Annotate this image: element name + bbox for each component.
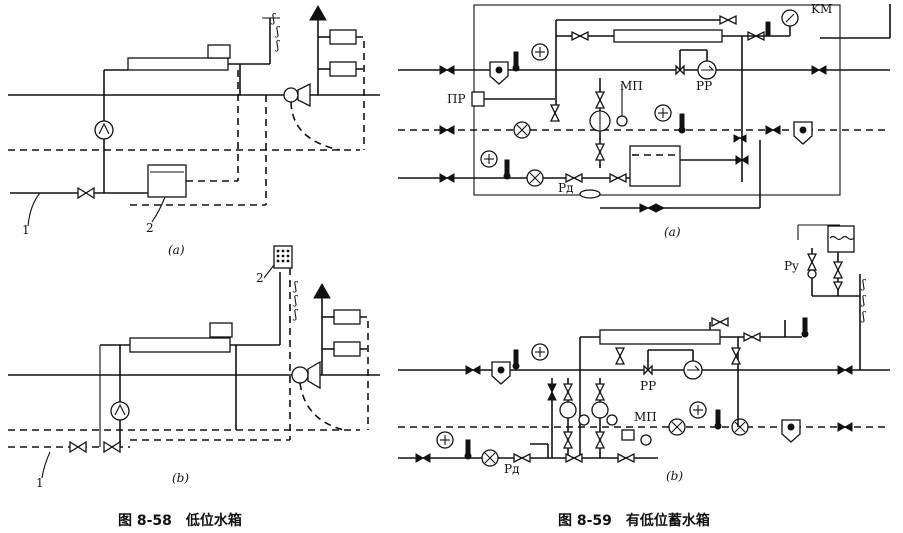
rd-label: Pд: [558, 181, 573, 195]
heater-exchanger: [599, 329, 721, 345]
ejector-icon: [291, 366, 309, 384]
fig59b-schematic: ʃ ʃ ʃ: [398, 224, 890, 467]
sublabel-58b: (b): [172, 471, 189, 485]
figure-caption-59: 图 8-59 有低位蓄水箱: [558, 512, 710, 529]
mp-label: MП: [620, 79, 643, 93]
storage-tank: [629, 145, 681, 187]
svg-text:ʃ: ʃ: [292, 307, 298, 321]
km-label: KM: [811, 2, 832, 16]
ry-label: Py: [784, 259, 799, 273]
storage-tank: [147, 164, 187, 198]
svg-text:ʃ: ʃ: [860, 277, 866, 291]
pp-label: PP: [696, 79, 712, 93]
figure-caption-58: 图 8-58 低位水箱: [118, 512, 242, 529]
svg-text:ʃ: ʃ: [860, 309, 866, 323]
svg-text:ʃ: ʃ: [270, 11, 276, 25]
svg-text:ʃ: ʃ: [860, 293, 866, 307]
mp-label: MП: [634, 410, 657, 424]
fig59a-schematic: [398, 4, 891, 213]
air-vent-arrow: [309, 4, 327, 21]
callout-2-label: 2: [146, 221, 154, 235]
heater-exchanger: [129, 337, 231, 353]
heater-exchanger: [613, 29, 723, 43]
heater-exchanger: [127, 57, 229, 71]
pp-label: PP: [640, 379, 656, 393]
svg-text:ʃ: ʃ: [274, 24, 280, 38]
callout-1-label: 1: [36, 476, 44, 490]
callout-2-label: 2: [256, 271, 264, 285]
sublabel-58a: (a): [168, 243, 185, 257]
pump-icon: [110, 401, 130, 421]
ejector-icon: [283, 87, 299, 103]
sublabel-59a: (a): [664, 225, 681, 239]
radiator-icon: [329, 29, 357, 45]
callout-1-label: 1: [22, 223, 30, 237]
svg-text:ʃ: ʃ: [292, 279, 298, 293]
rd-label: Pд: [504, 462, 519, 476]
valve-icon: [77, 186, 88, 200]
sublabel-59b: (b): [666, 469, 683, 483]
svg-text:ʃ: ʃ: [274, 38, 280, 52]
svg-text:ʃ: ʃ: [292, 293, 298, 307]
pr-label: ПР: [447, 92, 466, 106]
fig58a-schematic: ʃ ʃ ʃ: [8, 4, 380, 227]
fig58b-schematic: ʃ ʃ ʃ: [8, 245, 380, 479]
pump-icon: [94, 120, 114, 140]
